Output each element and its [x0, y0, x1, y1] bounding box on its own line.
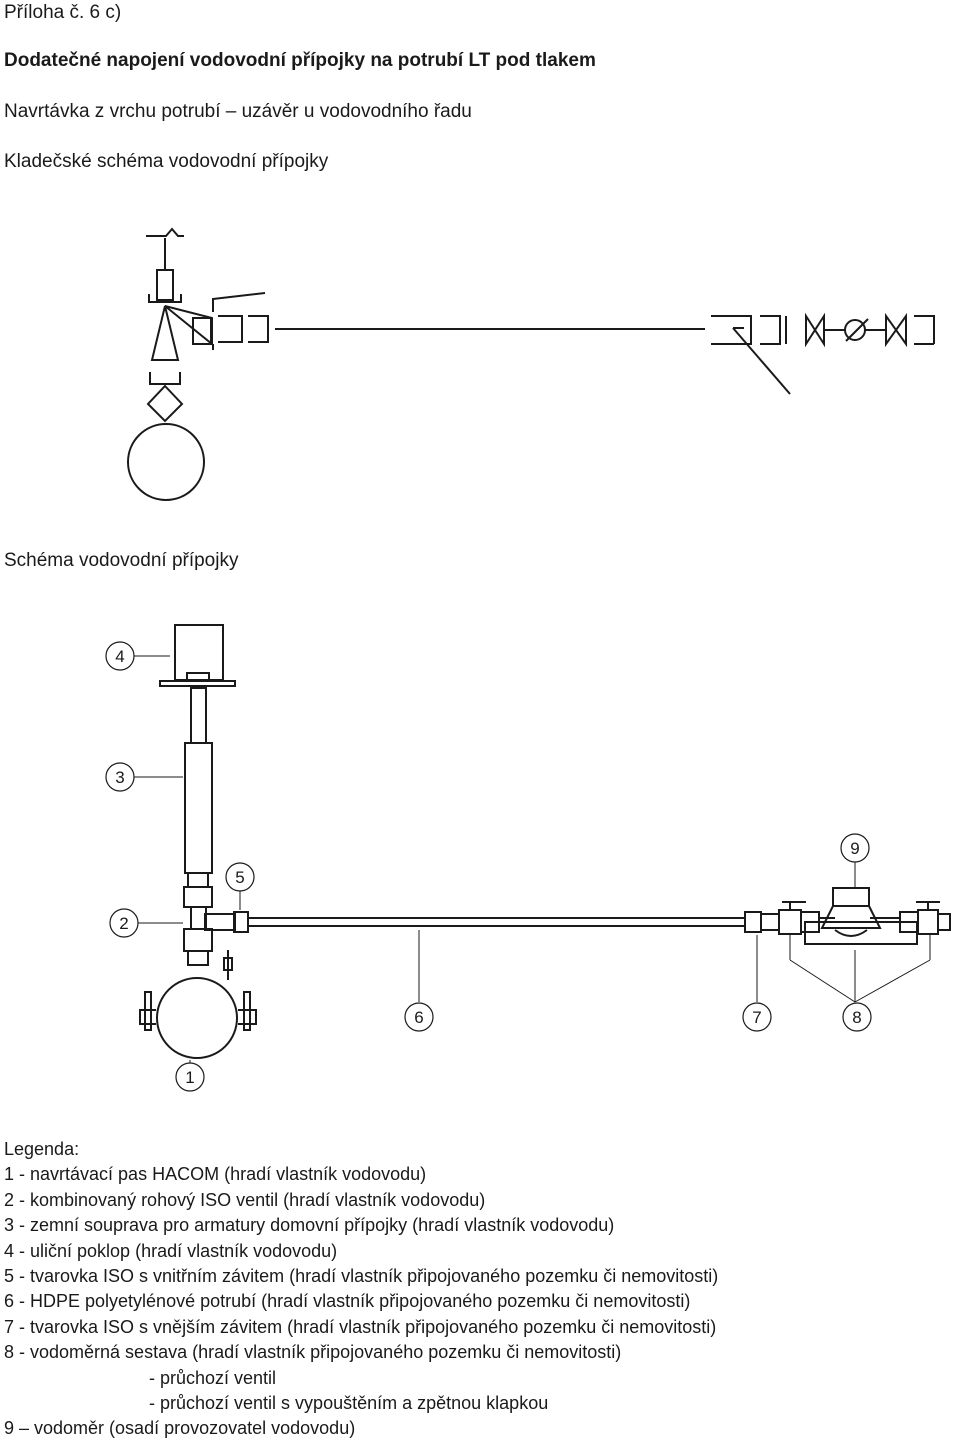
callout-3-label: 3: [115, 768, 124, 787]
street-cover-box: [174, 624, 224, 681]
callout-5: [225, 862, 255, 892]
annex-label: Příloha č. 6 c): [4, 2, 122, 23]
legend-item-6: 6 - HDPE polyetylénové potrubí (hradí vl…: [4, 1291, 691, 1312]
legend-item-5: 5 - tvarovka ISO s vnitřním závitem (hra…: [4, 1266, 719, 1287]
legend-title: Legenda:: [4, 1139, 80, 1159]
fitting-diamond-symbol: [146, 384, 184, 423]
callout-2-label: 2: [119, 914, 128, 933]
legend-item-8: 8 - vodoměrná sestava (hradí vlastník př…: [4, 1342, 622, 1363]
main-pipe-symbol: [127, 423, 205, 501]
callout-3: [105, 762, 135, 792]
water-meter-dial: [832, 887, 870, 907]
callout-9: [840, 833, 870, 863]
callout-1: [175, 1062, 205, 1092]
legend-item-7: 7 - tvarovka ISO s vnějším závitem (hrad…: [4, 1316, 717, 1337]
callout-8-label: 8: [852, 1008, 861, 1027]
valve-symbol-2: [885, 312, 907, 348]
legend-item-3: 3 - zemní souprava pro armatury domovní …: [4, 1215, 615, 1236]
legend-item-4: 4 - uliční poklop (hradí vlastník vodovo…: [4, 1240, 338, 1261]
legend-item-1: 1 - navrtávací pas HACOM (hradí vlastník…: [4, 1164, 427, 1185]
valve-triangle-symbol: [150, 305, 180, 361]
callout-9-label: 9: [850, 839, 859, 858]
connection-scheme-diagram: 4 3 9 5 2 6 7 8 1: [105, 624, 951, 1092]
legend-subitem-1: - průchozí ventil: [149, 1367, 277, 1388]
callout-6: [404, 1002, 434, 1032]
callout-6-label: 6: [414, 1008, 423, 1027]
callout-2: [109, 908, 139, 938]
earth-set-tube: [184, 742, 213, 874]
section-layout-scheme-heading: Kladečské schéma vodovodní přípojky: [4, 151, 329, 172]
legend: Legenda: 1 - navrtávací pas HACOM (hradí…: [4, 1137, 718, 1442]
street-cover-symbol: [146, 227, 184, 237]
legend-item-9: 9 – vodoměr (osadí provozovatel vodovodu…: [4, 1418, 356, 1439]
callout-7: [742, 1002, 772, 1032]
main-water-pipe: [156, 977, 238, 1059]
valve-symbol-1: [785, 312, 825, 348]
document-title: Dodatečné napojení vodovodní přípojky na…: [4, 50, 596, 71]
callout-8: [842, 1002, 872, 1032]
legend-item-2: 2 - kombinovaný rohový ISO ventil (hradí…: [4, 1189, 486, 1210]
callout-1-label: 1: [185, 1068, 194, 1087]
laying-scheme-diagram: [127, 227, 935, 501]
legend-subitem-2: - průchozí ventil s vypouštěním a zpětno…: [149, 1393, 549, 1414]
callout-7-label: 7: [752, 1008, 761, 1027]
document-subtitle: Navrtávka z vrchu potrubí – uzávěr u vod…: [4, 101, 472, 122]
callout-5-label: 5: [235, 868, 244, 887]
callout-4-label: 4: [115, 647, 124, 666]
callout-4: [105, 641, 135, 671]
section-connection-scheme-heading: Schéma vodovodní přípojky: [4, 550, 239, 571]
